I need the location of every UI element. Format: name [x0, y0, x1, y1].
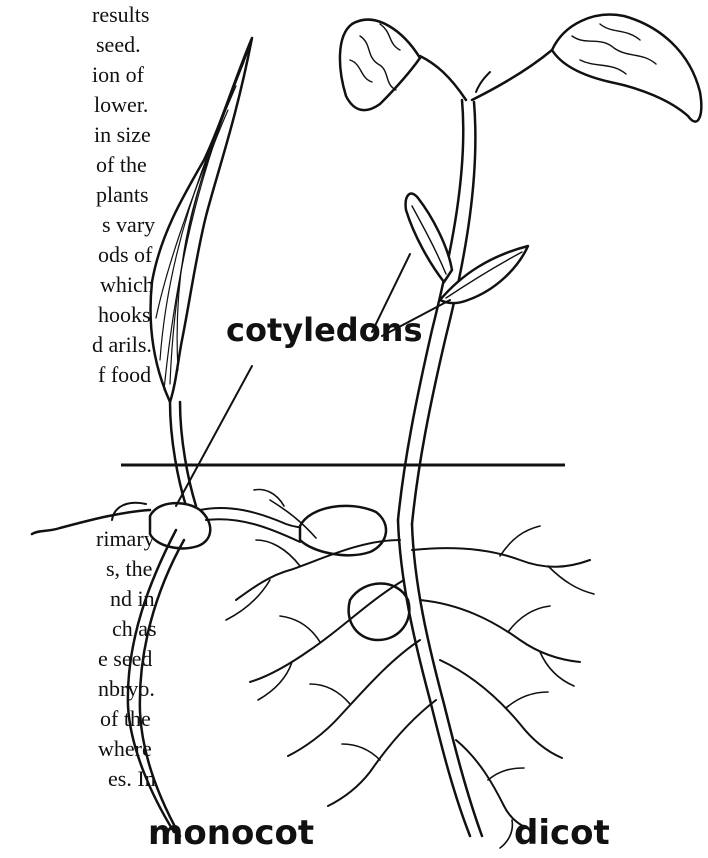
- monocot-root: [128, 530, 176, 832]
- dicot-seed-right: [349, 584, 410, 641]
- label-monocot: monocot: [148, 816, 314, 850]
- pointer-line-monocot: [176, 366, 252, 506]
- monocot-seedling: [32, 38, 340, 836]
- label-dicot: dicot: [514, 816, 610, 850]
- dicot-top-right-leaf: [552, 15, 701, 122]
- label-cotyledons: cotyledons: [226, 314, 423, 346]
- dicot-seed-left: [300, 506, 386, 555]
- dicot-taproot: [398, 520, 470, 836]
- dicot-seedling: [226, 15, 701, 848]
